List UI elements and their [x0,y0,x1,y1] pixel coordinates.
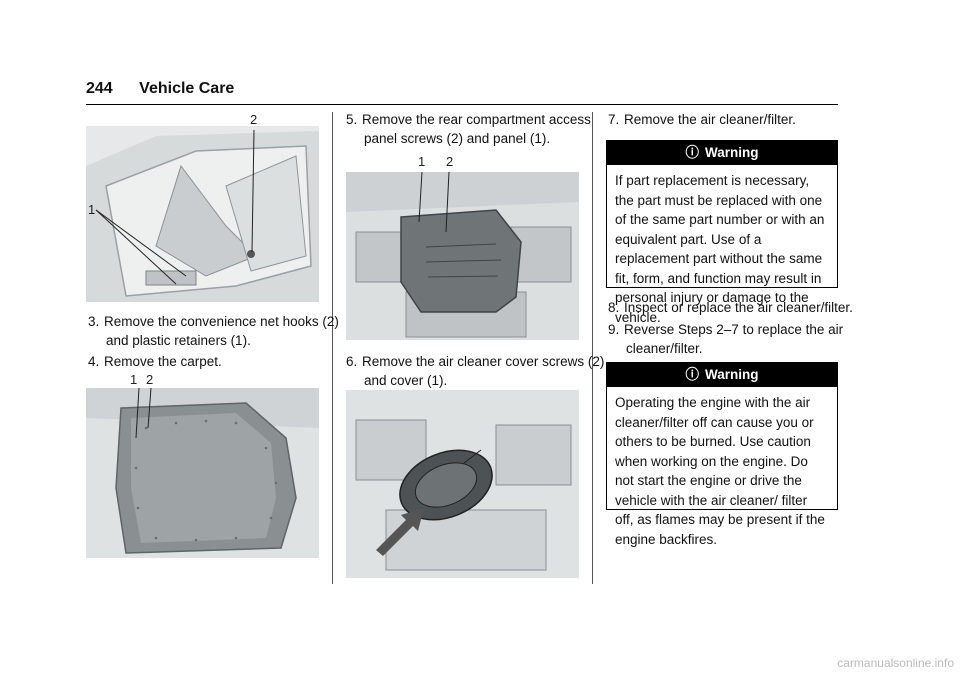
page-number: 244 [86,80,113,97]
net-hooks-illustration [86,126,319,302]
warning-circle-icon: ⓘ [685,367,700,382]
step-3: 3.Remove the convenience net hooks (2) a… [88,314,339,348]
callout-1: 1 [130,372,138,387]
warning-text: Operating the engine with the air cleane… [615,395,825,547]
step-7: 7.Remove the air cleaner/filter. [608,112,796,127]
step-6: 6.Remove the air cleaner cover screws (2… [346,354,605,388]
air-cleaner-illustration [346,390,579,578]
column-divider [592,112,593,584]
callout-1: 1 [418,154,426,169]
step-8: 8.Inspect or replace the air cleaner/fil… [608,300,853,315]
carpet-illustration [86,388,319,558]
callout-2: 2 [146,372,154,387]
step-5: 5.Remove the rear compartment access pan… [346,112,591,146]
warning-text: If part replacement is necessary, the pa… [615,173,825,325]
step-4: 4.Remove the carpet. [88,354,222,369]
callout-2: 2 [446,154,454,169]
header-rule [86,104,838,105]
warning-circle-icon: ⓘ [685,145,700,160]
callout-1: 1 [88,202,96,217]
watermark: carmanualsonline.info [837,656,954,670]
rear-panel-illustration [346,172,579,340]
step-9: 9.Reverse Steps 2–7 to replace the air c… [608,322,844,356]
column-divider [332,112,333,584]
callout-2: 2 [250,112,258,127]
section-title: Vehicle Care [139,80,235,97]
page-header: 244 Vehicle Care [86,80,234,98]
